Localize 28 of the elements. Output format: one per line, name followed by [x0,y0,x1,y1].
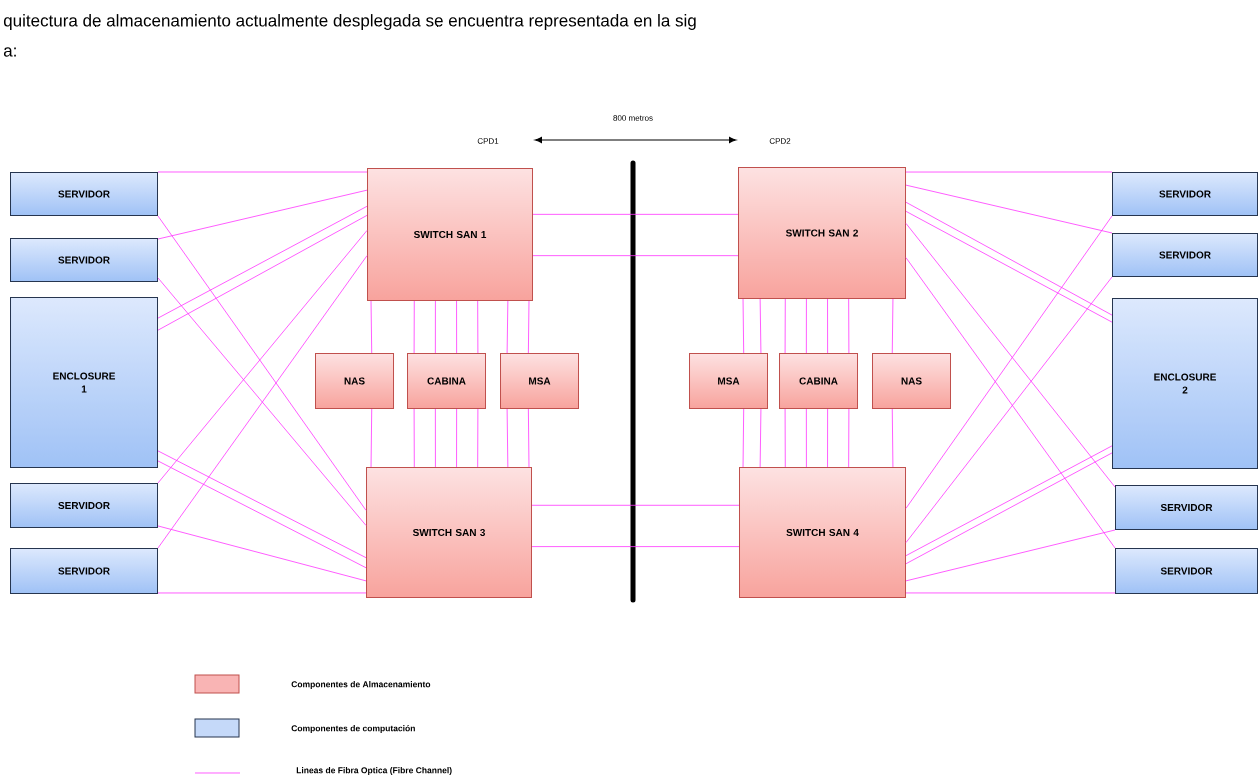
site-label: CPD2 [769,138,791,144]
switch-box: SWITCH SAN 3 [366,467,532,598]
storage-box: NAS [872,353,951,409]
server-box: SERVIDOR [1115,548,1258,594]
server-box: SERVIDOR [1115,485,1258,530]
server-box: SERVIDOR [10,548,158,594]
storage-box: MSA [500,353,579,409]
switch-box: SWITCH SAN 2 [738,167,906,299]
paragraph-text: quitectura de almacenamiento actualmente desplegada se encuentra representada en la sig [3,14,696,30]
legend-text: Componentes de Almacenamiento [291,681,431,689]
storage-box: CABINA [779,353,858,409]
dimension-label: 800 metros [613,115,653,121]
server-box: SERVIDOR [10,238,158,282]
server-box: SERVIDOR [1112,172,1258,216]
server-box: SERVIDOR [10,483,158,528]
legend-text: Componentes de computación [291,725,415,733]
switch-box: SWITCH SAN 4 [739,467,906,598]
server-box: SERVIDOR [10,172,158,216]
site-label: CPD1 [477,138,499,144]
legend-text: Lineas de Fibra Optica (Fibre Channel) [296,767,452,775]
server-box: SERVIDOR [1112,233,1258,277]
storage-box: NAS [315,353,394,409]
switch-box: SWITCH SAN 1 [367,168,533,301]
enclosure-box: ENCLOSURE 2 [1112,298,1258,469]
storage-box: CABINA [407,353,486,409]
paragraph-text: a: [3,47,16,57]
enclosure-box: ENCLOSURE 1 [10,297,158,468]
storage-box: MSA [689,353,768,409]
